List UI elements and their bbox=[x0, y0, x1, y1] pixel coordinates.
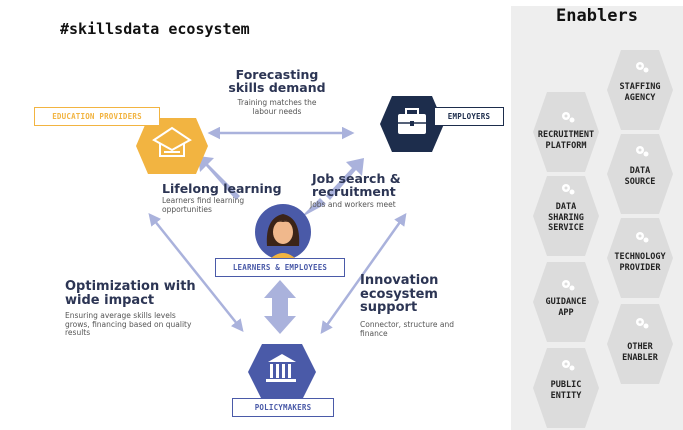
graduation-cap-icon bbox=[152, 126, 192, 157]
hex-data-sharing-service bbox=[533, 176, 599, 256]
enabler-guidance-app-label: GUIDANCE APP bbox=[545, 297, 587, 318]
hex-public-entity bbox=[533, 348, 599, 428]
briefcase-icon bbox=[398, 108, 426, 134]
education-hexagon bbox=[136, 118, 208, 174]
enabler-staffing-agency-label: STAFFING AGENCY bbox=[619, 82, 661, 103]
enabler-recruitment-platform-label: RECRUITMENT PLATFORM bbox=[537, 130, 595, 151]
forecasting-desc: Training matches the labour needs bbox=[237, 98, 317, 116]
hex-recruitment-platform bbox=[533, 92, 599, 172]
education-providers-label: EDUCATION PROVIDERS bbox=[34, 107, 160, 126]
forecasting-heading: Forecasting skills demand bbox=[228, 67, 326, 96]
enabler-data-source-label: DATA SOURCE bbox=[624, 166, 656, 187]
government-building-icon bbox=[266, 354, 296, 382]
gear-icon bbox=[636, 318, 649, 329]
gear-icon bbox=[562, 360, 575, 371]
enabler-other-enabler-label: OTHER ENABLER bbox=[622, 342, 658, 363]
hex-other-enabler bbox=[607, 304, 673, 384]
gear-icon bbox=[636, 62, 649, 73]
hex-guidance-app bbox=[533, 262, 599, 342]
learners-policy-arrow bbox=[264, 280, 296, 334]
optimization-arrow bbox=[148, 213, 244, 332]
innovation-heading: Innovation ecosystem support bbox=[360, 273, 439, 316]
jobsearch-arrow bbox=[326, 158, 364, 200]
jobsearch-arrow-tail bbox=[300, 198, 326, 218]
enabler-technology-provider-label: TECHNOLOGY PROVIDER bbox=[614, 252, 666, 273]
innovation-desc: Connector, structure and finance bbox=[360, 320, 454, 338]
enabler-public-entity-label: PUBLIC ENTITY bbox=[550, 380, 582, 401]
enabler-hexagons bbox=[533, 50, 673, 428]
learners-employees-label: LEARNERS & EMPLOYEES bbox=[215, 258, 345, 277]
hex-data-source bbox=[607, 134, 673, 214]
optimization-heading: Optimization with wide impact bbox=[65, 279, 196, 308]
hex-technology-provider bbox=[607, 218, 673, 298]
jobsearch-heading: Job search & recruitment bbox=[312, 171, 401, 200]
policymakers-label: POLICYMAKERS bbox=[232, 398, 334, 417]
gear-icon bbox=[636, 232, 649, 243]
page-title: #skillsdata ecosystem bbox=[60, 20, 250, 38]
lifelong-arrow bbox=[198, 156, 240, 200]
innovation-arrow bbox=[320, 212, 407, 335]
optimization-desc: Ensuring average skills levels grows, fi… bbox=[65, 311, 192, 338]
gear-icons bbox=[562, 62, 649, 371]
enablers-title: Enablers bbox=[556, 6, 638, 26]
enabler-data-sharing-service-label: DATA SHARING SERVICE bbox=[548, 202, 584, 234]
gear-icon bbox=[636, 146, 649, 157]
hex-staffing-agency bbox=[607, 50, 673, 130]
lifelong-heading: Lifelong learning bbox=[162, 181, 282, 196]
employers-label: EMPLOYERS bbox=[434, 107, 504, 126]
gear-icon bbox=[562, 184, 575, 195]
jobsearch-desc: Jobs and workers meet bbox=[310, 200, 396, 209]
gear-icon bbox=[562, 280, 575, 291]
lifelong-desc: Learners find learning opportunities bbox=[162, 196, 245, 214]
gear-icon bbox=[562, 112, 575, 123]
